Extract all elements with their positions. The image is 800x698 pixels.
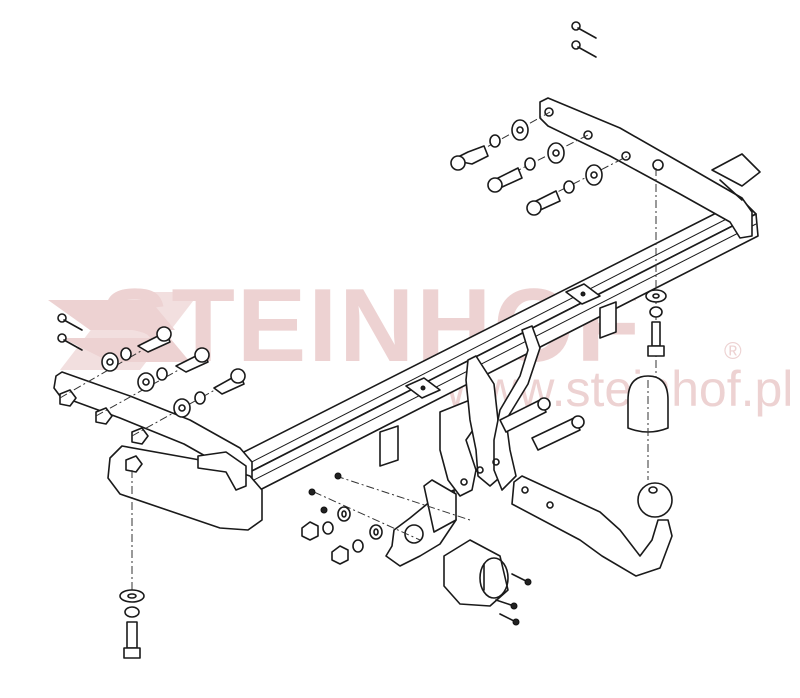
vertical-bolt-right xyxy=(645,168,667,400)
neck-bolts xyxy=(499,397,585,451)
vertical-bolt-left xyxy=(119,470,145,659)
left-side-bracket xyxy=(53,371,263,531)
watermark-registered-mark: ® xyxy=(724,338,742,365)
ball-cap xyxy=(627,375,669,480)
socket-screws xyxy=(495,573,532,626)
rivets-left xyxy=(57,313,83,351)
ball-neck xyxy=(511,475,673,577)
socket-plate xyxy=(385,479,457,567)
center-nuts xyxy=(301,472,471,565)
electrical-socket xyxy=(443,539,509,607)
bolts-right xyxy=(450,111,629,216)
center-bracket xyxy=(439,325,541,497)
right-side-bracket xyxy=(539,97,761,239)
rivets-top xyxy=(571,21,597,58)
crossbar-mount-plates xyxy=(379,283,617,467)
bolts-left xyxy=(59,326,246,437)
